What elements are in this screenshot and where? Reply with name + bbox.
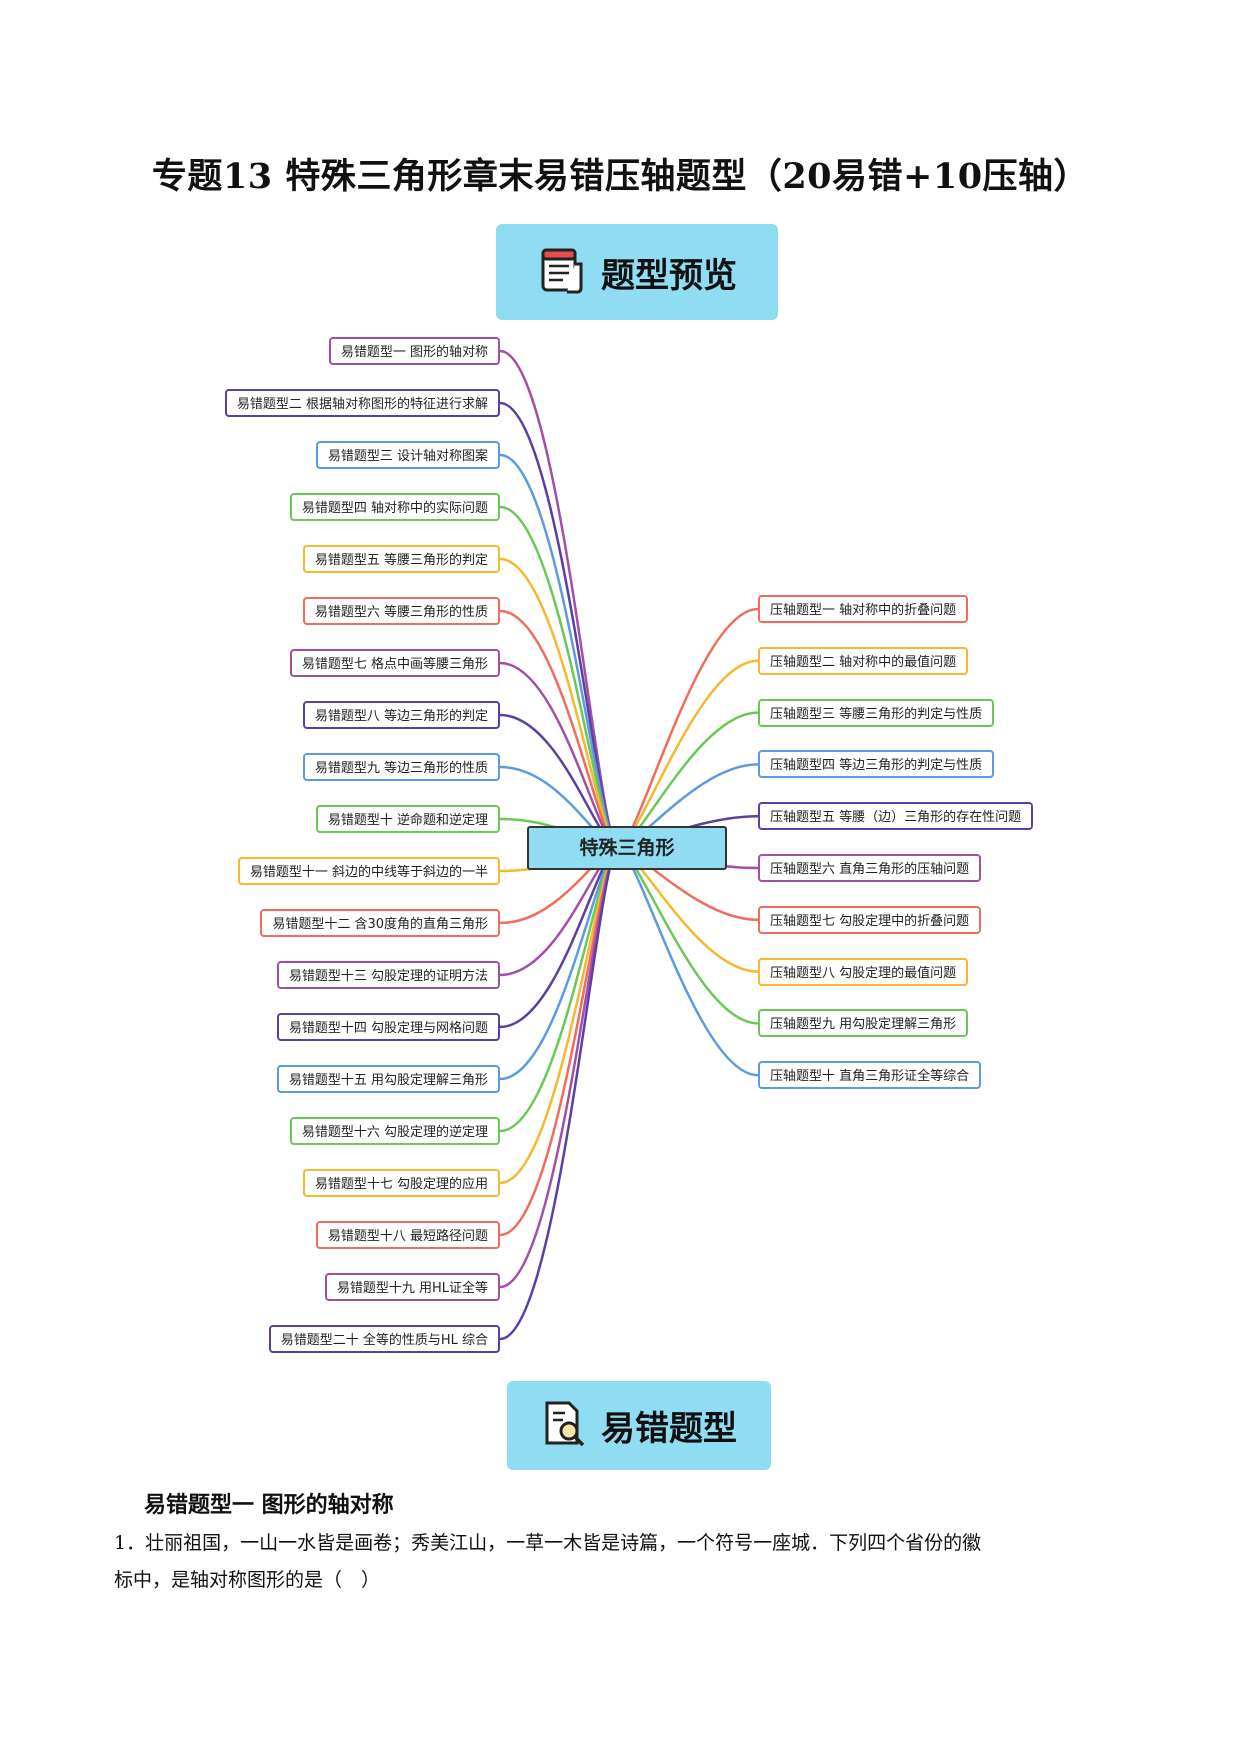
mindmap-connector bbox=[499, 609, 619, 850]
banner-preview: 题型预览 bbox=[496, 224, 778, 320]
mindmap-node: 压轴题型八 勾股定理的最值问题 bbox=[758, 957, 969, 986]
mindmap-node: 压轴题型三 等腰三角形的判定与性质 bbox=[758, 698, 995, 727]
mindmap-node: 压轴题型七 勾股定理中的折叠问题 bbox=[758, 905, 982, 934]
mindmap-node: 易错题型十八 最短路径问题 bbox=[315, 1221, 500, 1249]
question-1-line-1: 1．壮丽祖国，一山一水皆是画卷；秀美江山，一草一木皆是诗篇，一个符号一座城．下列… bbox=[114, 1532, 982, 1554]
mindmap-node: 易错题型一 图形的轴对称 bbox=[328, 337, 500, 365]
mindmap-node: 压轴题型四 等边三角形的判定与性质 bbox=[758, 750, 995, 779]
mindmap-node: 易错题型十九 用HL证全等 bbox=[324, 1273, 500, 1301]
banner-preview-label: 题型预览 bbox=[601, 255, 737, 296]
mindmap-connector bbox=[499, 846, 619, 1133]
mindmap-node: 易错题型五 等腰三角形的判定 bbox=[302, 545, 500, 573]
mindmap-node: 压轴题型十 直角三角形证全等综合 bbox=[758, 1061, 982, 1090]
magnifier-document-icon bbox=[541, 1399, 587, 1453]
mindmap-connector bbox=[617, 846, 759, 1025]
mindmap-node: 易错题型十五 用勾股定理解三角形 bbox=[276, 1065, 500, 1093]
section-heading: 易错题型一 图形的轴对称 bbox=[144, 1492, 394, 1518]
mindmap-node: 易错题型二十 全等的性质与HL 综合 bbox=[268, 1325, 500, 1353]
mindmap-connector bbox=[499, 846, 620, 1341]
mindmap-node: 易错题型四 轴对称中的实际问题 bbox=[289, 493, 500, 521]
mindmap-node: 易错题型三 设计轴对称图案 bbox=[315, 441, 500, 469]
mindmap-connector bbox=[499, 557, 619, 850]
page-title: 专题13 特殊三角形章末易错压轴题型（20易错+10压轴） bbox=[151, 156, 1090, 197]
mindmap-connector bbox=[499, 401, 620, 850]
mindmap-connector bbox=[617, 659, 759, 850]
mindmap-node: 易错题型十一 斜边的中线等于斜边的一半 bbox=[237, 857, 500, 885]
mindmap-node: 易错题型七 格点中画等腰三角形 bbox=[289, 649, 500, 677]
mindmap-node: 易错题型二 根据轴对称图形的特征进行求解 bbox=[224, 389, 500, 417]
mindmap-connector bbox=[499, 349, 620, 850]
mindmap-node: 易错题型十四 勾股定理与网格问题 bbox=[276, 1013, 500, 1041]
mindmap-node: 易错题型八 等边三角形的判定 bbox=[302, 701, 500, 729]
mindmap-node: 易错题型九 等边三角形的性质 bbox=[302, 753, 500, 781]
mindmap-connector bbox=[499, 846, 619, 1029]
mindmap-node: 压轴题型五 等腰（边）三角形的存在性问题 bbox=[758, 802, 1034, 831]
mindmap-node: 压轴题型九 用勾股定理解三角形 bbox=[758, 1009, 969, 1038]
mindmap-node: 易错题型十二 含30度角的直角三角形 bbox=[260, 909, 500, 937]
mindmap-node: 压轴题型一 轴对称中的折叠问题 bbox=[758, 595, 969, 623]
mindmap-connector bbox=[499, 505, 619, 850]
banner-error-types: 易错题型 bbox=[507, 1381, 771, 1470]
banner-error-types-label: 易错题型 bbox=[601, 1409, 737, 1449]
question-1-line-2: 标中，是轴对称图形的是（ ） bbox=[114, 1569, 381, 1591]
mindmap-node: 易错题型十 逆命题和逆定理 bbox=[315, 805, 500, 833]
mindmap-node: 易错题型十三 勾股定理的证明方法 bbox=[276, 961, 500, 989]
mindmap-node: 压轴题型六 直角三角形的压轴问题 bbox=[758, 854, 982, 882]
mindmap-node: 压轴题型二 轴对称中的最值问题 bbox=[758, 646, 969, 675]
mindmap-connector bbox=[499, 846, 619, 1081]
mindmap-node: 易错题型十七 勾股定理的应用 bbox=[302, 1169, 500, 1197]
mindmap-center-node: 特殊三角形 bbox=[527, 826, 727, 870]
document-icon bbox=[537, 244, 587, 300]
mindmap-node: 易错题型六 等腰三角形的性质 bbox=[302, 597, 500, 625]
mindmap-node: 易错题型十六 勾股定理的逆定理 bbox=[289, 1117, 500, 1145]
